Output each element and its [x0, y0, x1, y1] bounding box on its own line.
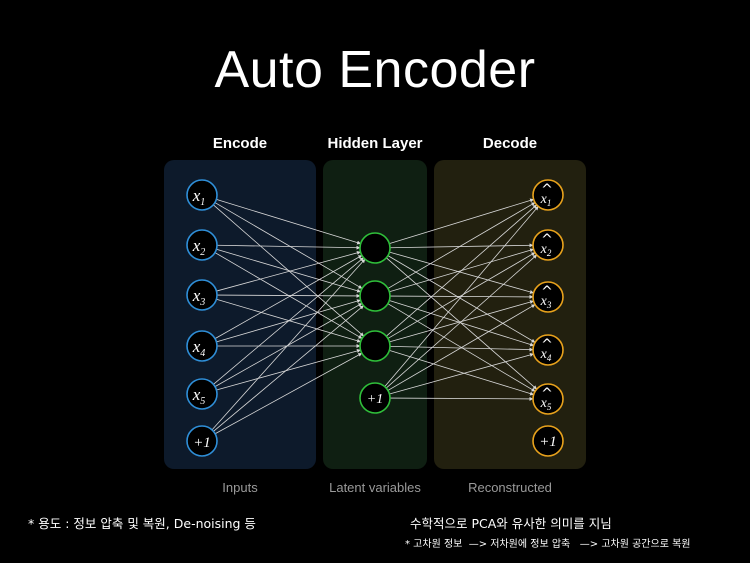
- output-node-label: x3: [540, 294, 552, 310]
- hidden-node: [359, 330, 391, 362]
- input-node: [186, 330, 218, 362]
- encode-edge: [214, 255, 363, 339]
- encode-edge: [213, 305, 364, 432]
- encode-edge: [216, 244, 361, 250]
- decode-edge: [387, 255, 536, 343]
- decode-edge: [386, 257, 538, 390]
- input-node-label: x4: [192, 337, 206, 359]
- decode-heading: Decode: [482, 135, 538, 152]
- hat-symbol: ^: [541, 284, 553, 300]
- decode-edge: [387, 304, 536, 391]
- latent-variables-caption: Latent variables: [329, 480, 421, 495]
- output-node: [532, 179, 564, 211]
- decode-edge: [389, 251, 534, 294]
- hat-symbol: ^: [541, 232, 553, 248]
- hidden-layer-panel: [323, 160, 427, 469]
- output-node: [532, 425, 564, 457]
- inputs-caption: Inputs: [222, 480, 258, 495]
- output-node: [532, 334, 564, 366]
- decode-edge: [389, 396, 534, 401]
- output-node-label: x4: [540, 347, 552, 363]
- input-node: [186, 179, 218, 211]
- output-node-label: x2: [540, 242, 552, 258]
- connection-edges: [211, 198, 539, 435]
- decode-edge: [389, 198, 535, 244]
- hat-symbol: ^: [541, 182, 553, 198]
- encode-edge: [211, 258, 366, 431]
- encode-edge: [216, 199, 362, 245]
- encode-edge: [214, 352, 363, 435]
- input-node-label: +1: [193, 435, 211, 451]
- input-node-label: x3: [192, 286, 206, 308]
- pca-note: 수학적으로 PCA와 유사한 의미를 지님: [410, 516, 612, 531]
- decode-edge: [389, 350, 535, 396]
- decode-edge: [387, 202, 536, 289]
- hidden-node: [359, 232, 391, 264]
- decode-edge: [385, 254, 538, 389]
- decode-edge: [389, 353, 534, 395]
- output-node-label: x1: [540, 192, 552, 208]
- output-node-label: x5: [540, 396, 552, 412]
- hat-symbol: ^: [541, 386, 553, 402]
- input-node-label: x2: [192, 236, 206, 258]
- output-node: [532, 229, 564, 261]
- output-node-label: +1: [539, 434, 557, 450]
- input-node: [186, 425, 218, 457]
- input-node: [186, 229, 218, 261]
- decode-edge: [386, 204, 538, 337]
- page-title: Auto Encoder: [214, 41, 536, 99]
- input-node-label: x5: [192, 385, 206, 407]
- encode-edge: [214, 202, 363, 289]
- hat-symbol: ^: [541, 337, 553, 353]
- reconstructed-caption: Reconstructed: [468, 480, 552, 495]
- decode-edge: [387, 252, 536, 339]
- encode-edge: [216, 293, 361, 298]
- decode-edge: [384, 206, 539, 387]
- encode-edge: [216, 349, 361, 391]
- decode-edge: [389, 345, 534, 352]
- output-node: [532, 383, 564, 415]
- encode-edge: [216, 250, 361, 292]
- input-node-label: x1: [192, 186, 206, 208]
- encode-edge: [213, 257, 364, 385]
- decode-edge: [389, 300, 535, 347]
- encode-edge: [216, 248, 361, 293]
- compression-flow-note: * 고차원 정보 —> 저차원에 정보 압축 —> 고차원 공간으로 복원: [405, 539, 691, 550]
- encode-heading: Encode: [212, 135, 268, 152]
- input-node: [186, 378, 218, 410]
- output-node: [532, 281, 564, 313]
- usage-note: * 용도 : 정보 압축 및 복원, De-noising 등: [28, 516, 256, 531]
- input-node: [186, 279, 218, 311]
- hidden-node: [359, 280, 391, 312]
- decode-edge: [389, 243, 534, 249]
- hidden-layer-heading: Hidden Layer: [327, 135, 423, 152]
- hidden-node: [359, 382, 391, 414]
- hidden-bias-label: +1: [367, 392, 383, 407]
